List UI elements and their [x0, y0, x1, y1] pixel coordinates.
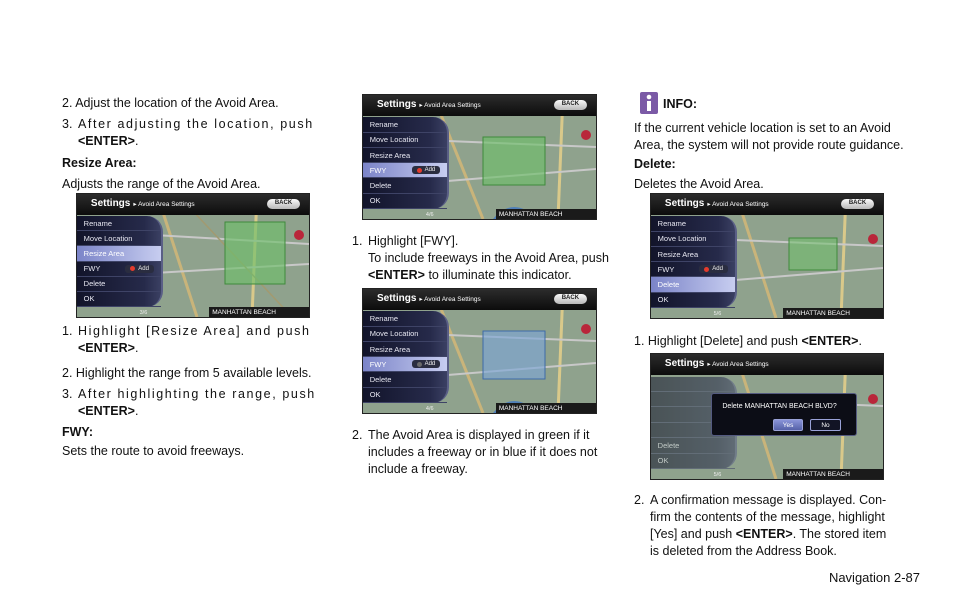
delete-desc: Deletes the Avoid Area.	[634, 177, 764, 191]
info-heading: INFO:	[663, 97, 698, 111]
menu-item-ok: OK	[651, 454, 735, 469]
yes-button[interactable]: Yes	[772, 419, 804, 432]
screen-title: Settings▸ Avoid Area Settings	[664, 357, 769, 369]
nav-screenshot-fwy-green: Settings▸ Avoid Area Settings BACK Renam…	[362, 94, 597, 220]
confirm-dialog: Delete MANHATTAN BEACH BLVD? Yes No	[711, 392, 858, 436]
menu-item-ok[interactable]: OK	[651, 293, 735, 308]
menu-item-rename[interactable]: Rename	[363, 311, 447, 327]
resize-step-3: 3.After highlighting the range, push <EN…	[62, 387, 316, 418]
step-3: 3.After adjusting the location, push <EN…	[62, 117, 314, 148]
no-button[interactable]: No	[810, 419, 841, 432]
page-indicator: 3/6	[139, 309, 148, 316]
menu-item-move-location	[651, 392, 735, 408]
page-indicator: 5/6	[713, 310, 722, 317]
screen-titlebar	[77, 194, 309, 215]
dialog-message: Delete MANHATTAN BEACH BLVD?	[722, 402, 837, 410]
menu-item-move-location[interactable]: Move Location	[363, 327, 447, 342]
street-name: MANHATTAN BEACH	[209, 307, 309, 317]
page-indicator: 4/6	[425, 405, 434, 412]
menu-item-ok[interactable]: OK	[77, 292, 161, 308]
back-button[interactable]: BACK	[841, 198, 874, 209]
indicator-light-icon	[704, 266, 710, 272]
back-button[interactable]: BACK	[267, 198, 300, 209]
nav-screenshot-confirm: Settings▸ Avoid Area Settings Delete OK …	[650, 353, 884, 480]
indicator-light-icon	[416, 167, 422, 173]
screen-titlebar	[651, 354, 883, 376]
menu-item-delete[interactable]: Delete	[651, 277, 735, 293]
screen-titlebar	[363, 289, 596, 311]
screen-title: Settings▸ Avoid Area Settings	[376, 98, 481, 110]
menu-item-resize-area	[651, 407, 735, 423]
street-name: MANHATTAN BEACH	[783, 308, 883, 318]
screen-title: Settings▸ Avoid Area Settings	[376, 292, 481, 304]
menu-item-ok[interactable]: OK	[363, 194, 447, 209]
street-name: MANHATTAN BEACH	[783, 469, 883, 479]
street-name: MANHATTAN BEACH	[495, 403, 596, 413]
step-2: 2. Adjust the location of the Avoid Area…	[62, 96, 279, 110]
street-name: MANHATTAN BEACH	[495, 209, 596, 219]
add-indicator: Add	[125, 264, 154, 273]
menu-item-rename[interactable]: Rename	[77, 216, 161, 232]
menu-item-rename[interactable]: Rename	[651, 216, 735, 232]
back-button[interactable]: BACK	[554, 293, 587, 304]
back-button[interactable]: BACK	[554, 99, 587, 110]
menu-item-rename[interactable]: Rename	[363, 117, 447, 133]
menu-item-delete[interactable]: Delete	[363, 178, 447, 194]
delete-step-2: 2.A confirmation message is displayed. C…	[634, 493, 887, 558]
delete-step-1: 1. Highlight [Delete] and push <ENTER>.	[634, 334, 862, 348]
add-indicator: Add	[411, 360, 441, 369]
indicator-light-icon	[416, 361, 422, 367]
menu-item-rename	[651, 377, 735, 392]
nav-screenshot-delete: Settings▸ Avoid Area Settings BACK Renam…	[650, 193, 884, 319]
add-indicator: Add	[699, 265, 728, 274]
add-indicator: Add	[411, 166, 441, 175]
menu-item-fwy	[651, 423, 735, 439]
screen-titlebar	[651, 194, 883, 216]
menu-item-resize-area[interactable]: Resize Area	[77, 246, 161, 262]
fwy-step-1: 1.Highlight [FWY]. To include freeways i…	[352, 234, 609, 282]
menu-item-resize-area[interactable]: Resize Area	[363, 342, 447, 358]
menu-item-move-location[interactable]: Move Location	[651, 232, 735, 247]
screen-title: Settings▸ Avoid Area Settings	[90, 197, 195, 209]
resize-step-1: 1.Highlight [Resize Area] and push <ENTE…	[62, 324, 311, 355]
page-indicator: 5/6	[713, 471, 722, 478]
fwy-desc: Sets the route to avoid freeways.	[62, 444, 245, 458]
indicator-light-icon	[130, 266, 136, 272]
resize-step-2: 2. Highlight the range from 5 available …	[62, 366, 312, 380]
screen-titlebar	[363, 95, 596, 117]
nav-screenshot-resize: Settings▸ Avoid Area Settings BACK Renam…	[76, 193, 310, 318]
delete-heading: Delete:	[634, 157, 676, 171]
menu-item-resize-area[interactable]: Resize Area	[651, 247, 735, 263]
info-icon	[640, 92, 658, 114]
menu-item-delete[interactable]: Delete	[363, 372, 447, 388]
menu-item-move-location[interactable]: Move Location	[363, 133, 447, 148]
menu-item-move-location[interactable]: Move Location	[77, 231, 161, 247]
nav-screenshot-fwy-blue: Settings▸ Avoid Area Settings BACK Renam…	[362, 288, 597, 414]
resize-desc: Adjusts the range of the Avoid Area.	[62, 177, 261, 191]
resize-heading: Resize Area:	[62, 156, 137, 170]
fwy-step-2: 2.The Avoid Area is displayed in green i…	[352, 428, 598, 476]
menu-item-ok[interactable]: OK	[363, 388, 447, 403]
menu-item-delete[interactable]: Delete	[77, 277, 161, 292]
info-text: If the current vehicle location is set t…	[634, 121, 904, 152]
page-footer: Navigation 2-87	[828, 570, 920, 585]
fwy-heading: FWY:	[62, 425, 94, 439]
settings-menu: Delete OK	[651, 376, 737, 469]
page-indicator: 4/6	[425, 211, 434, 218]
menu-item-delete: Delete	[651, 438, 735, 454]
menu-item-resize-area[interactable]: Resize Area	[363, 148, 447, 164]
screen-title: Settings▸ Avoid Area Settings	[664, 197, 769, 209]
